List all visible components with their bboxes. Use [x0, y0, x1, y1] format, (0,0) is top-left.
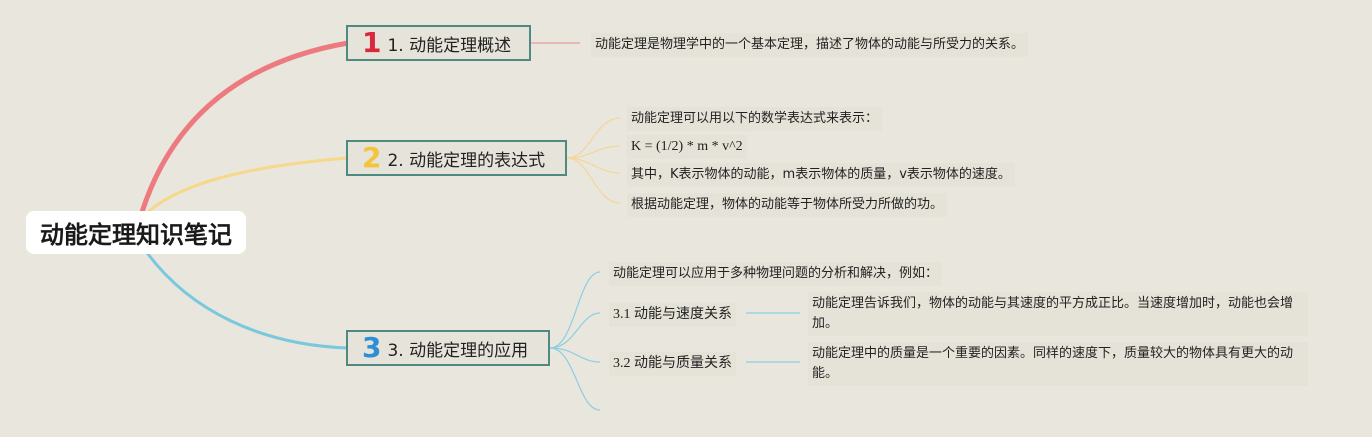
link-root-branch1	[139, 40, 351, 215]
root-title: 动能定理知识笔记	[40, 221, 232, 249]
overview-text[interactable]: 动能定理是物理学中的一个基本定理，描述了物体的动能与所受力的关系。	[591, 33, 1029, 57]
branch3-fan	[549, 271, 800, 411]
velocity-detail[interactable]: 动能定理告诉我们，物体的动能与其速度的平方成正比。当速度增加时，动能也会增加。	[808, 292, 1308, 336]
root-topic[interactable]: 动能定理知识笔记	[26, 211, 246, 254]
expression-item[interactable]: 根据动能定理，物体的动能等于物体所受力所做的功。	[627, 193, 948, 217]
branch-expression[interactable]: 2 2. 动能定理的表达式	[346, 140, 567, 176]
number-one-icon: 1	[362, 26, 382, 59]
branch-application[interactable]: 3 3. 动能定理的应用	[346, 330, 550, 366]
link-root-branch2	[146, 156, 350, 214]
mass-detail[interactable]: 动能定理中的质量是一个重要的因素。同样的速度下，质量较大的物体具有更大的动能。	[808, 342, 1308, 386]
branch-label: 2. 动能定理的表达式	[387, 150, 546, 171]
expression-formula[interactable]: K = (1/2) * m * v^2	[627, 135, 747, 159]
sub-topic-mass[interactable]: 3.2 动能与质量关系	[609, 352, 736, 376]
expression-item[interactable]: 动能定理可以用以下的数学表达式来表示：	[627, 107, 883, 131]
branch-label: 3. 动能定理的应用	[387, 340, 529, 361]
expression-item[interactable]: 其中，K表示物体的动能，m表示物体的质量，v表示物体的速度。	[627, 163, 1015, 187]
number-three-icon: 3	[362, 331, 382, 364]
branch-label: 1. 动能定理概述	[387, 35, 512, 56]
sub-topic-velocity[interactable]: 3.1 动能与速度关系	[609, 303, 736, 327]
link-root-branch3	[146, 252, 350, 350]
number-two-icon: 2	[362, 141, 382, 174]
application-intro[interactable]: 动能定理可以应用于多种物理问题的分析和解决，例如：	[609, 262, 943, 286]
branch2-fan	[566, 117, 621, 204]
branch-overview[interactable]: 1 1. 动能定理概述	[346, 25, 531, 61]
